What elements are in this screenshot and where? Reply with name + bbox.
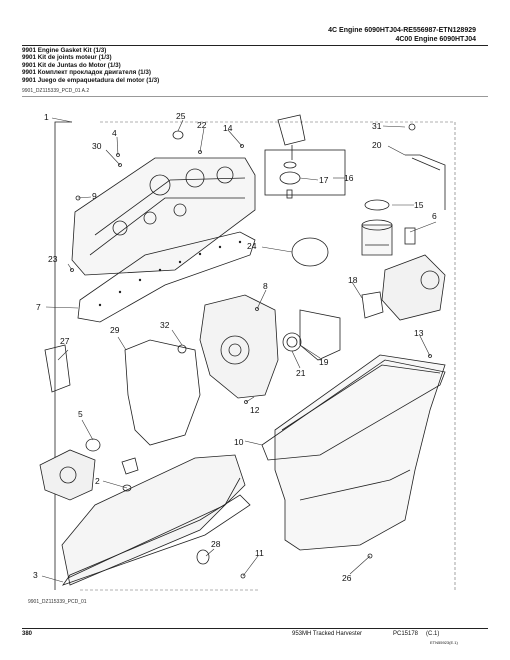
callout-32: 32 [160, 320, 170, 330]
callout-9: 9 [92, 191, 97, 201]
page-number: 380 [22, 631, 33, 637]
callout-22: 22 [197, 120, 207, 130]
footer-code: PC15178 [393, 631, 419, 637]
callout-4: 4 [112, 128, 117, 138]
figure-top-rule [22, 96, 488, 97]
callout-13: 13 [414, 328, 424, 338]
callout-5: 5 [78, 409, 83, 419]
callout-18: 18 [348, 275, 358, 285]
callout-28: 28 [211, 539, 221, 549]
callout-26: 26 [342, 573, 352, 583]
callout-27: 27 [60, 336, 70, 346]
callout-16: 16 [344, 173, 354, 183]
header-line-2: 4C00 Engine 6090HTJ04 [395, 36, 476, 43]
callout-14: 14 [223, 123, 233, 133]
callout-3: 3 [33, 570, 38, 580]
title-es: 9901 Juego de empaquetadura del motor (1… [22, 76, 160, 84]
callout-7: 7 [36, 302, 41, 312]
callout-30: 30 [92, 141, 102, 151]
header-rule [22, 45, 488, 46]
footer-model: 953MH Tracked Harvester [292, 631, 363, 637]
callout-17: 17 [319, 175, 329, 185]
callout-19: 19 [319, 357, 329, 367]
callout-21: 21 [296, 368, 306, 378]
callout-1: 1 [44, 112, 49, 122]
footer-ref: ETN55923(E.1) [430, 640, 458, 645]
footer-rev: (C.1) [426, 631, 440, 637]
callout-31: 31 [372, 121, 382, 131]
callout-20: 20 [372, 140, 382, 150]
callout-24: 24 [247, 241, 257, 251]
callout-10: 10 [234, 437, 244, 447]
callout-15: 15 [414, 200, 424, 210]
title-ru: 9901 Комплект прокладок двигателя (1/3) [22, 69, 152, 77]
title-block: 9901 Engine Gasket Kit (1/3) 9901 Kit de… [22, 47, 159, 84]
callout-29: 29 [110, 325, 120, 335]
callout-12: 12 [250, 405, 260, 415]
figure-ref-top: 9901_DZ115339_PCD_01 A.2 [22, 88, 90, 94]
callout-23: 23 [48, 254, 58, 264]
title-fr: 9901 Kit de joints moteur (1/3) [22, 54, 112, 62]
footer-rule [22, 628, 488, 629]
title-pt: 9901 Kit de Juntas do Motor (1/3) [22, 61, 121, 69]
callout-8: 8 [263, 281, 268, 291]
callout-2: 2 [95, 476, 100, 486]
callout-6: 6 [432, 211, 437, 221]
header-line-1: 4C Engine 6090HTJ04-RE556987-ETN128929 [328, 27, 476, 34]
callout-25: 25 [176, 111, 186, 121]
title-en: 9901 Engine Gasket Kit (1/3) [22, 47, 107, 54]
figure-ref-bottom: 9901_DZ115339_PCD_01 [28, 599, 87, 605]
callout-11: 11 [255, 548, 264, 558]
